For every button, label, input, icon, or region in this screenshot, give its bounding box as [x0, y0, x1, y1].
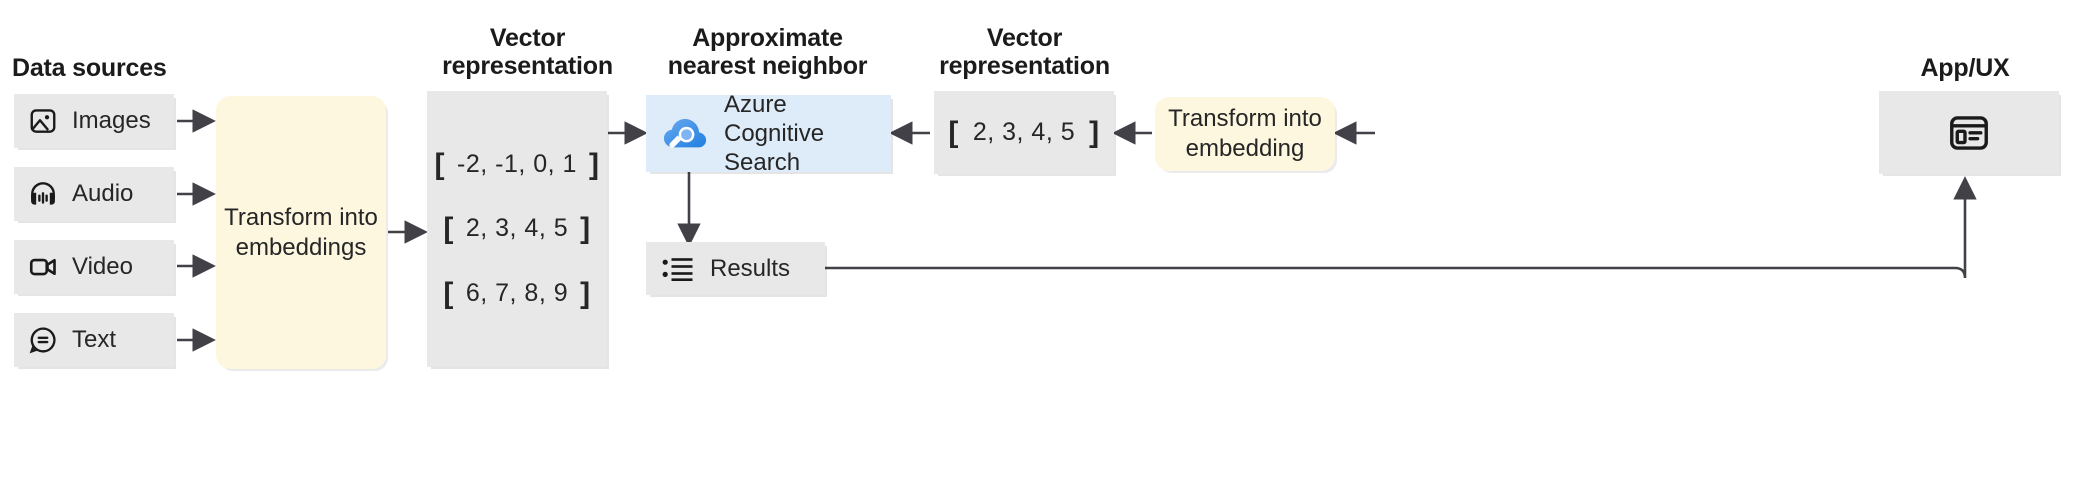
app-window-icon: [1947, 111, 1991, 155]
transform-into-embeddings-label: Transform into embeddings: [224, 203, 378, 261]
heading-data-sources: Data sources: [12, 54, 167, 82]
bracket-close: ]: [580, 276, 591, 310]
image-icon: [28, 106, 58, 136]
vector-row: [ 6, 7, 8, 9 ]: [443, 275, 590, 313]
azure-cognitive-search-icon: [662, 111, 708, 157]
vector-representation-left-box: [ -2, -1, 0, 1 ] [ 2, 3, 4, 5 ] [ 6, 7, …: [427, 91, 607, 367]
bracket-open: [: [948, 115, 959, 149]
results-box[interactable]: Results: [646, 242, 825, 295]
heading-vector-representation-right: Vector representation: [939, 24, 1110, 80]
bulleted-list-icon: [662, 256, 694, 282]
source-box-images[interactable]: Images: [14, 94, 174, 148]
vector-values: -2, -1, 0, 1: [457, 149, 577, 178]
results-label: Results: [710, 254, 791, 282]
headphones-icon: [28, 179, 58, 209]
azure-cognitive-search-label: Azure Cognitive Search: [724, 90, 825, 177]
bracket-close: ]: [580, 212, 591, 246]
arrow-results-to-appux: [825, 176, 1977, 279]
source-label-images: Images: [72, 107, 151, 134]
vector-values: 2, 3, 4, 5: [972, 117, 1076, 146]
source-box-audio[interactable]: Audio: [14, 167, 174, 221]
bracket-open: [: [443, 276, 454, 310]
source-label-audio: Audio: [72, 180, 134, 207]
transform-into-embeddings-box[interactable]: Transform into embeddings: [216, 96, 386, 369]
heading-approximate-nearest-neighbor: Approximate nearest neighbor: [667, 24, 868, 80]
vector-row: [ 2, 3, 4, 5 ]: [948, 114, 1099, 152]
bracket-open: [: [434, 147, 446, 181]
vector-row: [ 2, 3, 4, 5 ]: [443, 210, 590, 248]
vector-representation-right-box: [ 2, 3, 4, 5 ]: [934, 91, 1114, 174]
transform-into-embedding-box[interactable]: Transform into embedding: [1155, 97, 1335, 171]
bracket-close: ]: [1089, 115, 1100, 149]
video-camera-icon: [28, 252, 58, 282]
transform-into-embedding-label: Transform into embedding: [1168, 105, 1322, 162]
bracket-open: [: [443, 212, 454, 246]
vector-values: 6, 7, 8, 9: [465, 278, 569, 307]
heading-app-ux: App/UX: [1920, 54, 2010, 82]
chat-bubble-icon: [28, 325, 58, 355]
source-box-video[interactable]: Video: [14, 240, 174, 294]
app-ux-box[interactable]: [1879, 91, 2059, 174]
bracket-close: ]: [588, 147, 600, 181]
heading-vector-representation-left: Vector representation: [442, 24, 613, 80]
azure-cognitive-search-box[interactable]: Azure Cognitive Search: [646, 91, 891, 176]
source-box-text[interactable]: Text: [14, 313, 174, 367]
vector-row: [ -2, -1, 0, 1 ]: [435, 146, 600, 184]
source-label-text: Text: [72, 326, 117, 353]
vector-values: 2, 3, 4, 5: [465, 214, 569, 243]
source-label-video: Video: [72, 253, 133, 280]
